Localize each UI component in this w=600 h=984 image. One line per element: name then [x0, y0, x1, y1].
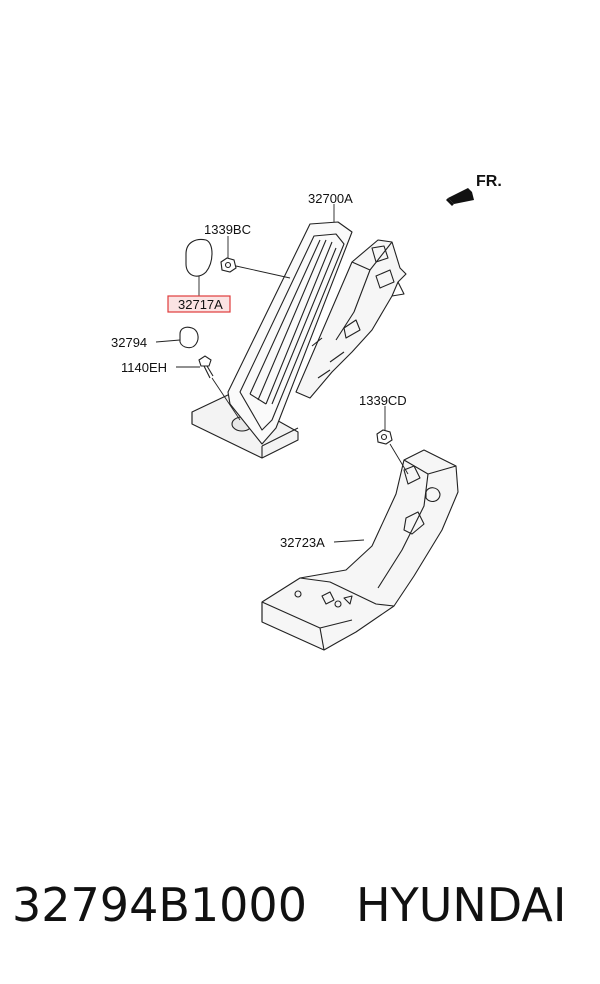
- leader-lines: [155, 204, 409, 543]
- label-bolt: 1140EH: [121, 360, 167, 375]
- label-highlighted-part: 32717A: [178, 297, 223, 312]
- label-pedal-assembly: 32700A: [308, 191, 353, 206]
- cap-part-drawing: [185, 238, 213, 277]
- brand-text: HYUNDAI: [356, 878, 567, 932]
- bracket-drawing: [261, 449, 459, 651]
- front-direction-arrow-icon: [446, 188, 474, 206]
- highlight-box: [167, 295, 231, 313]
- label-nut-lower: 1339CD: [359, 393, 407, 408]
- stopper-part-drawing: [179, 326, 199, 349]
- front-direction-label: FR.: [476, 173, 502, 190]
- part-number-text: 32794B1000: [12, 878, 307, 932]
- label-stopper: 32794: [111, 335, 147, 350]
- lower-nut-drawing: [376, 429, 393, 445]
- upper-nut-drawing: [220, 257, 237, 273]
- accelerator-pedal-drawing: [191, 221, 407, 459]
- bolt-part-drawing: [198, 355, 214, 379]
- label-nut-upper: 1339BC: [204, 222, 251, 237]
- footer-caption: 32794B1000 HYUNDAI: [0, 868, 600, 948]
- label-bracket: 32723A: [280, 535, 325, 550]
